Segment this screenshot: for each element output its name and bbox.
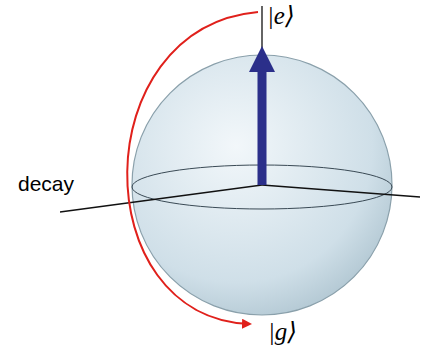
z-axis [261,6,262,48]
process-label: decay [16,172,76,195]
x-axis [60,185,262,212]
sphere [132,55,392,315]
state-label: |e⟩ [267,2,295,30]
decay-arrow [127,12,258,324]
state-arrowhead [249,46,275,72]
state-vector [258,70,267,185]
state-label: |g⟩ [268,318,297,346]
y-axis [262,185,420,197]
